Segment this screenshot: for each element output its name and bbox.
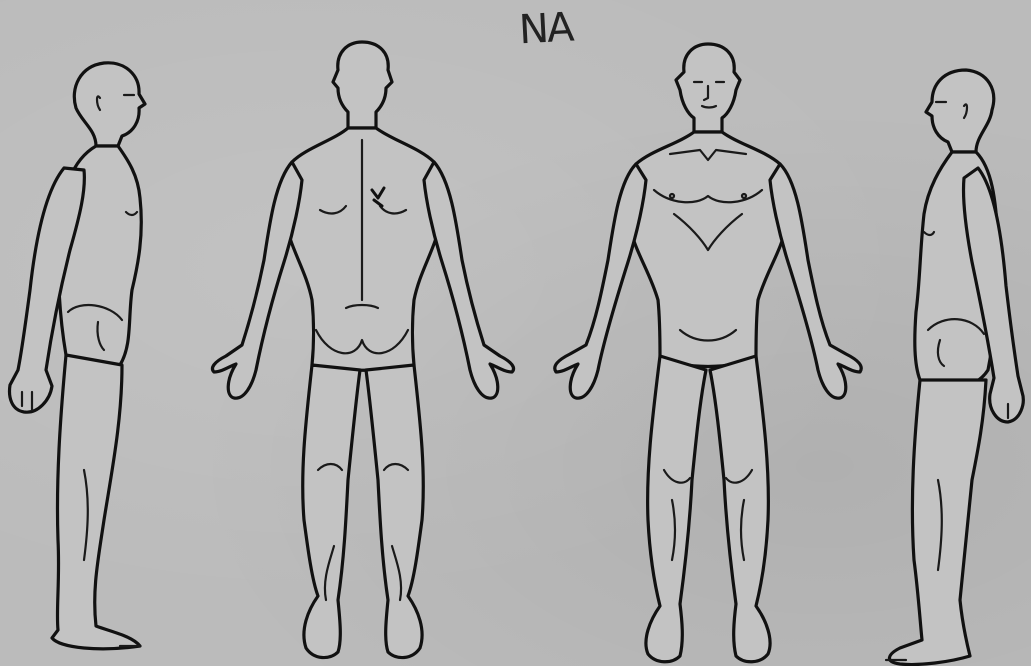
figure-posterior: [213, 42, 514, 658]
torso: [283, 128, 443, 370]
figure-left-lateral: [10, 63, 145, 649]
head: [676, 44, 740, 132]
legs: [646, 356, 770, 662]
figure-right-lateral: [886, 70, 1023, 665]
legs: [52, 355, 140, 649]
head: [74, 63, 145, 146]
head: [333, 42, 392, 128]
legs: [303, 365, 424, 658]
legs: [886, 380, 986, 665]
torso: [627, 132, 789, 367]
figure-anterior: [555, 44, 861, 662]
head: [926, 70, 994, 152]
